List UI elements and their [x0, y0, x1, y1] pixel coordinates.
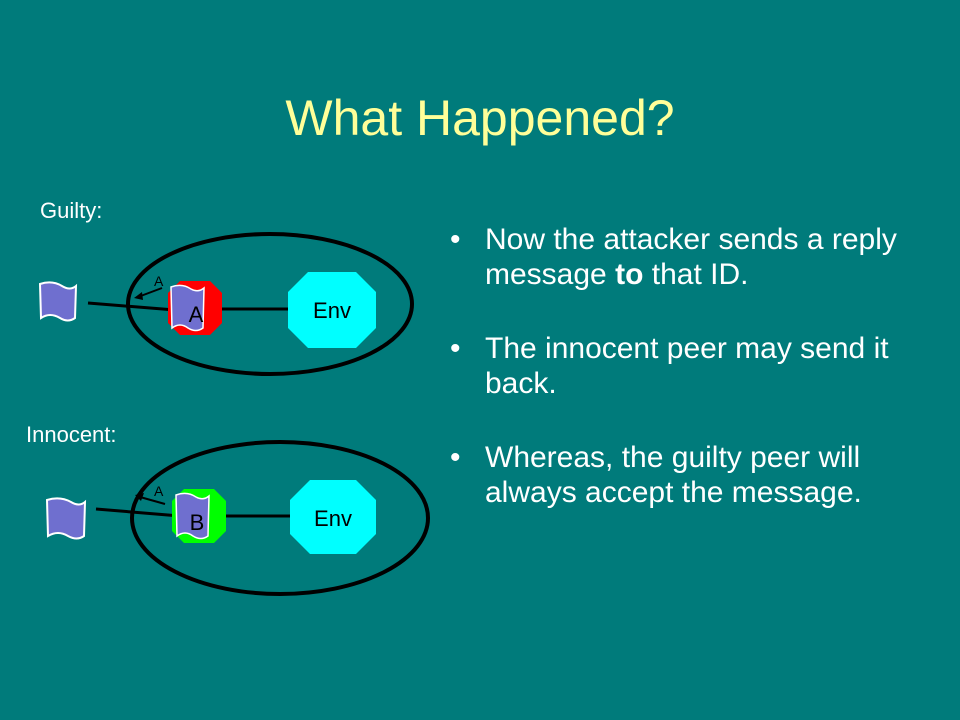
guilty-label: Guilty: — [40, 198, 103, 223]
guilty-message-icon — [38, 281, 78, 322]
bullet-dot: • — [450, 441, 461, 474]
innocent-boundary-ellipse — [130, 440, 430, 596]
guilty-env-node — [288, 272, 376, 348]
guilty-connector-line — [87, 301, 176, 312]
bullet-text-tail: that ID. — [643, 258, 749, 291]
guilty-scenario: A A Env — [38, 232, 414, 376]
bullet-text: The innocent peer may send it back. — [485, 332, 889, 400]
innocent-env-label: Env — [314, 506, 352, 531]
innocent-node-label: B — [190, 510, 205, 535]
innocent-label: Innocent: — [26, 422, 117, 447]
bullet-item: • Now the attacker sends a reply message… — [450, 222, 930, 292]
bullet-bold-text: to — [615, 258, 644, 291]
innocent-connector-line — [95, 507, 181, 518]
guilty-node-label: A — [189, 302, 204, 327]
guilty-arrowhead — [134, 292, 143, 300]
bullet-item: • Whereas, the guilty peer will always a… — [450, 440, 930, 510]
innocent-scenario: B A Env — [45, 440, 430, 596]
innocent-node-message-icon — [175, 492, 210, 540]
innocent-arrow-label: A — [154, 483, 164, 499]
bullet-text: Now the attacker sends a reply message — [485, 223, 897, 291]
guilty-arrow-label: A — [154, 273, 164, 289]
bullet-dot: • — [450, 223, 461, 256]
bullet-list: • Now the attacker sends a reply message… — [450, 222, 930, 549]
innocent-env-node — [290, 480, 376, 554]
innocent-arrowhead — [135, 493, 144, 501]
bullet-item: • The innocent peer may send it back. — [450, 331, 930, 401]
guilty-node-message-icon — [170, 284, 205, 332]
bullet-text: Whereas, the guilty peer will always acc… — [485, 441, 862, 509]
innocent-message-icon — [45, 497, 87, 540]
guilty-boundary-ellipse — [126, 232, 414, 376]
slide-title: What Happened? — [285, 90, 675, 146]
bullet-dot: • — [450, 332, 461, 365]
innocent-arrow-line — [139, 496, 166, 505]
guilty-env-label: Env — [313, 298, 351, 323]
